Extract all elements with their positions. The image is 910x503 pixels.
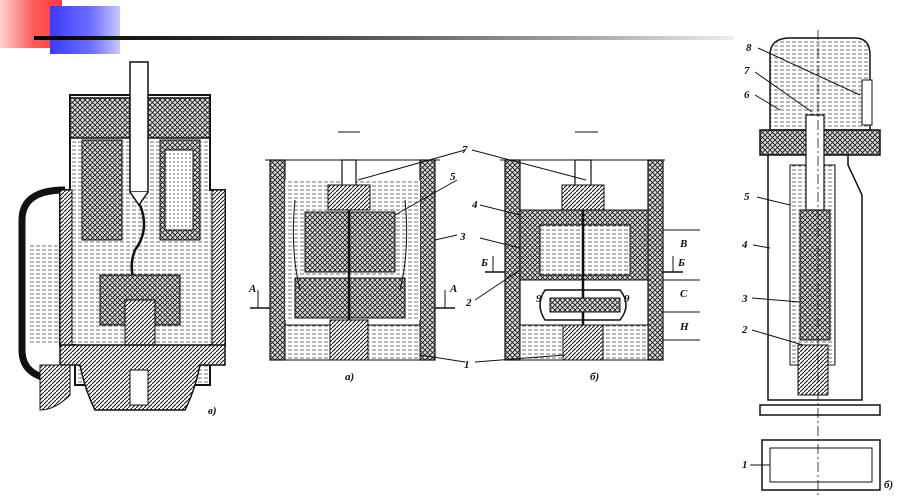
drawing-right: 8 7 6 5 4 3 2 1 б) — [741, 30, 893, 495]
caption-middle-a: а) — [345, 371, 354, 383]
caption-right: б) — [884, 479, 893, 491]
level-label-h: H — [679, 321, 689, 333]
label-9-right: 9 — [624, 293, 630, 305]
label-6-right: 6 — [744, 89, 750, 101]
decor-blue-square — [50, 6, 120, 54]
level-label-c: C — [680, 288, 688, 300]
label-5-middle: 5 — [450, 171, 456, 183]
section-mark-b-left: Б — [480, 257, 488, 269]
label-4-right: 4 — [741, 239, 748, 251]
label-1-right: 1 — [742, 459, 748, 471]
label-7-right: 7 — [744, 65, 750, 77]
level-label-b: B — [679, 238, 687, 250]
label-2-middle: 2 — [465, 297, 472, 309]
caption-left: в) — [208, 405, 217, 417]
caption-middle-b: б) — [590, 371, 599, 383]
label-7-middle: 7 — [462, 144, 468, 156]
section-mark-b-right: Б — [677, 257, 685, 269]
section-mark-a-right: А — [449, 283, 457, 295]
label-8-right: 8 — [746, 42, 752, 54]
label-5-right: 5 — [744, 191, 750, 203]
middle-leader-lines: 7 5 3 1 4 2 — [357, 144, 587, 371]
label-9-left: 9 — [536, 293, 542, 305]
drawing-left: в) — [18, 61, 226, 417]
drawing-middle-a: А А а) — [248, 131, 457, 383]
label-4-middle: 4 — [471, 199, 478, 211]
label-3-right: 3 — [741, 293, 748, 305]
label-1-middle: 1 — [464, 359, 470, 371]
section-mark-a-left: А — [248, 283, 256, 295]
drawing-middle-b: Б Б B C H 9 9 б) — [480, 131, 700, 383]
label-2-right: 2 — [741, 324, 748, 336]
label-3-middle: 3 — [459, 231, 466, 243]
header-rule — [34, 36, 734, 40]
